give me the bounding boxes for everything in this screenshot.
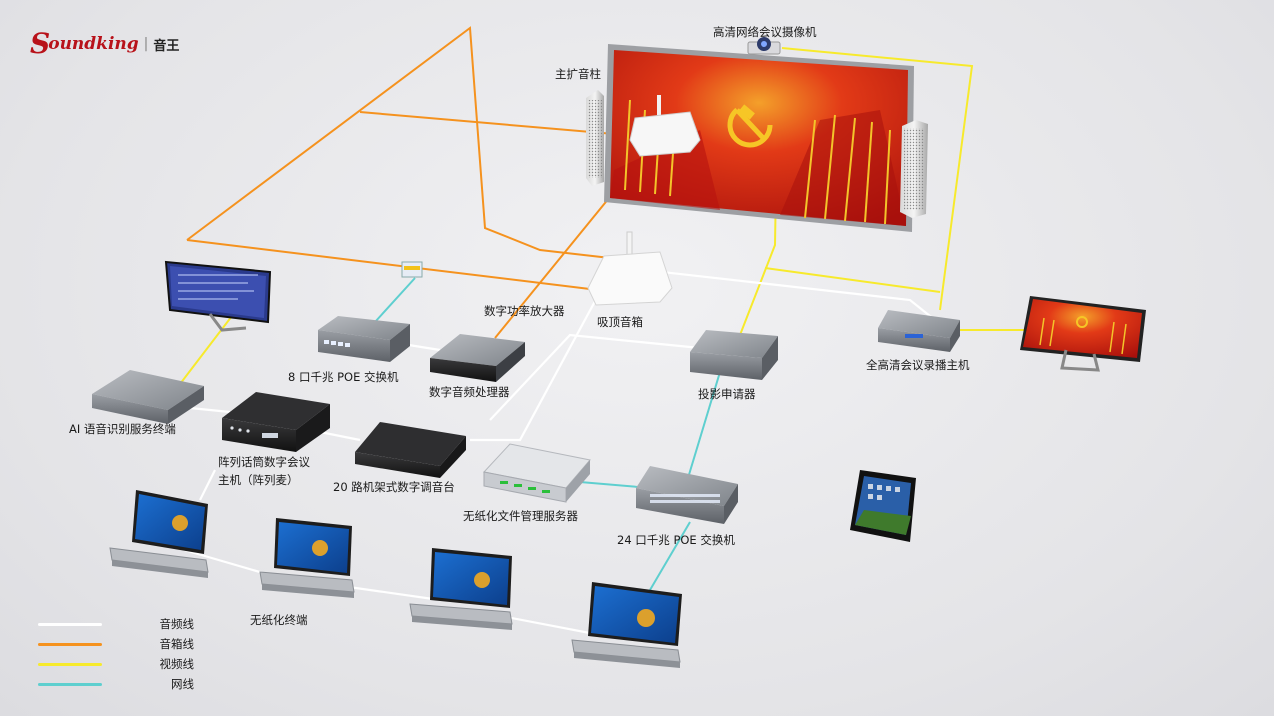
legend-swatch bbox=[38, 642, 102, 646]
paperless-terminal-1 bbox=[109, 490, 209, 578]
paperless-file-server bbox=[483, 443, 591, 503]
ceiling-speaker bbox=[587, 231, 673, 306]
label-amplifier: 数字功率放大器 bbox=[484, 304, 565, 318]
legend-label: 视频线 bbox=[159, 657, 195, 671]
label-main-speaker: 主扩音柱 bbox=[555, 67, 601, 81]
recording-host bbox=[878, 310, 960, 352]
label-poe8: 8 口千兆 POE 交换机 bbox=[288, 370, 399, 384]
legend-item-network: 网线 bbox=[38, 674, 194, 694]
poe24-switch bbox=[636, 466, 738, 524]
label-array-mic-1: 阵列话筒数字会议 bbox=[218, 455, 310, 469]
right-monitor bbox=[1020, 296, 1146, 372]
legend-item-audio: 音频线 bbox=[38, 614, 194, 634]
logo-wordmark: oundking bbox=[48, 34, 139, 54]
label-poe24: 24 口千兆 POE 交换机 bbox=[617, 533, 735, 547]
label-ai-server: AI 语音识别服务终端 bbox=[69, 422, 176, 436]
emblem-icon bbox=[727, 102, 773, 148]
label-array-mic-2: 主机（阵列麦） bbox=[218, 473, 299, 487]
array-mic-conference-host bbox=[222, 392, 330, 452]
conference-camera-icon bbox=[747, 37, 781, 55]
access-point-icon bbox=[401, 261, 423, 278]
led-video-wall bbox=[604, 44, 914, 232]
label-camera: 高清网络会议摄像机 bbox=[713, 25, 817, 39]
legend-item-speaker: 音箱线 bbox=[38, 634, 194, 654]
paperless-terminal-2 bbox=[259, 518, 355, 598]
legend-label: 网线 bbox=[171, 677, 194, 691]
digital-audio-processor bbox=[430, 334, 525, 382]
poe8-switch bbox=[318, 316, 410, 362]
label-projector: 投影申请器 bbox=[698, 387, 756, 401]
logo-separator: | bbox=[143, 36, 149, 52]
label-dsp: 数字音频处理器 bbox=[429, 385, 510, 399]
legend-swatch bbox=[38, 622, 102, 626]
tablet-device bbox=[850, 470, 916, 542]
legend-swatch bbox=[38, 682, 102, 686]
label-recorder: 全高清会议录播主机 bbox=[866, 358, 970, 372]
legend: 音频线 音箱线 视频线 网线 bbox=[38, 614, 194, 694]
legend-label: 音频线 bbox=[159, 617, 195, 631]
legend-label: 音箱线 bbox=[159, 637, 195, 651]
left-monitor bbox=[164, 260, 272, 332]
paperless-terminal-3 bbox=[409, 548, 513, 630]
ai-speech-server bbox=[92, 370, 204, 424]
brand-logo: S oundking | 音王 bbox=[30, 30, 179, 58]
digital-mixer-20ch bbox=[355, 422, 466, 478]
legend-swatch bbox=[38, 662, 102, 666]
label-paperless-server: 无纸化文件管理服务器 bbox=[463, 509, 578, 523]
projector-request-unit bbox=[690, 330, 778, 380]
main-speaker-left bbox=[586, 90, 604, 186]
digital-power-amplifier bbox=[629, 95, 701, 157]
label-ceiling-speaker: 吸顶音箱 bbox=[597, 315, 643, 329]
label-paperless-terminal: 无纸化终端 bbox=[250, 613, 308, 627]
logo-chinese: 音王 bbox=[153, 38, 180, 54]
legend-item-video: 视频线 bbox=[38, 654, 194, 674]
label-mixer: 20 路机架式数字调音台 bbox=[333, 480, 455, 494]
paperless-terminal-4 bbox=[571, 582, 682, 668]
main-speaker-right bbox=[900, 120, 928, 218]
logo-initial: S bbox=[30, 27, 51, 60]
